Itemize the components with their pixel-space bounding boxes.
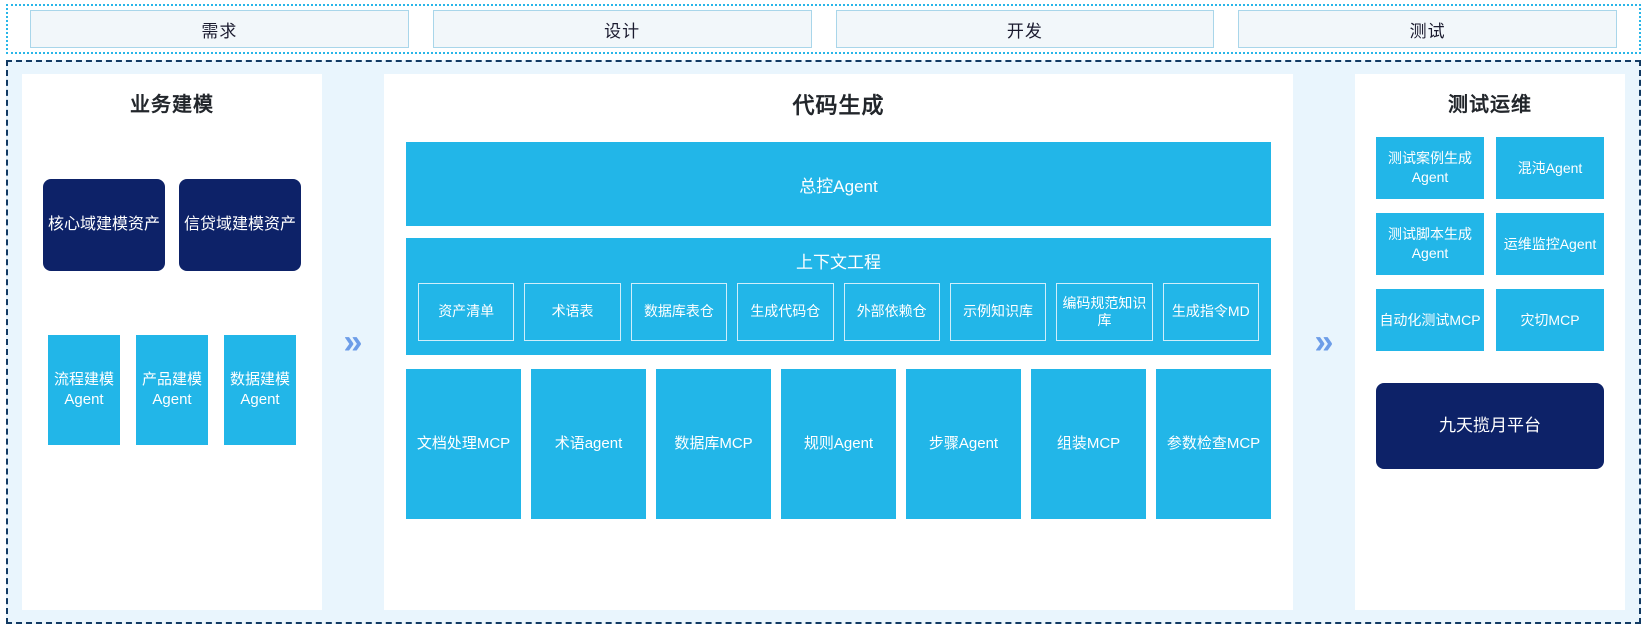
card-automated-testing-mcp[interactable]: 自动化测试MCP xyxy=(1376,289,1484,351)
context-item-generation-instruction-md[interactable]: 生成指令MD xyxy=(1162,283,1259,341)
context-engineering-block: 上下文工程 资产清单 术语表 数据库表仓 生成代码仓 外部依赖仓 xyxy=(406,238,1271,355)
tool-card-label: 数据库MCP xyxy=(674,434,753,452)
tool-card-label: 参数检查MCP xyxy=(1166,434,1261,452)
card-label: 灾切MCP xyxy=(1520,311,1580,328)
context-item-glossary[interactable]: 术语表 xyxy=(524,283,621,341)
context-item-label: 数据库表仓 xyxy=(643,303,714,320)
context-item-label: 示例知识库 xyxy=(963,303,1034,320)
tool-card-assembly-mcp[interactable]: 组装MCP xyxy=(1031,369,1146,519)
card-test-case-generation-agent[interactable]: 测试案例生成Agent xyxy=(1376,137,1484,199)
tool-card-label: 组装MCP xyxy=(1056,434,1121,452)
panel-title: 代码生成 xyxy=(792,93,885,118)
modeling-agent-row: 流程建模Agent 产品建模Agent 数据建模Agent xyxy=(48,335,296,445)
asset-card-core-domain[interactable]: 核心域建模资产 xyxy=(43,179,165,271)
phase-tab-label: 设计 xyxy=(604,21,641,41)
card-disaster-switch-mcp[interactable]: 灾切MCP xyxy=(1496,289,1604,351)
card-label: 测试脚本生成Agent xyxy=(1388,226,1472,261)
tool-card-row: 文档处理MCP 术语agent 数据库MCP 规则Agent 步骤Agent 组… xyxy=(406,369,1271,519)
tool-card-parameter-check-mcp[interactable]: 参数检查MCP xyxy=(1156,369,1271,519)
context-item-external-dependency-repo[interactable]: 外部依赖仓 xyxy=(843,283,940,341)
tool-card-database-mcp[interactable]: 数据库MCP xyxy=(656,369,771,519)
agent-card-label: 流程建模Agent xyxy=(53,370,114,408)
master-agent-label: 总控Agent xyxy=(799,176,878,196)
agent-card-label: 数据建模Agent xyxy=(229,370,290,408)
tool-card-rule-agent[interactable]: 规则Agent xyxy=(781,369,896,519)
card-label: 测试案例生成Agent xyxy=(1388,150,1472,185)
context-item-coding-standard-knowledge-base[interactable]: 编码规范知识库 xyxy=(1056,283,1153,341)
tool-card-label: 文档处理MCP xyxy=(416,434,511,452)
asset-card-credit-domain[interactable]: 信贷域建模资产 xyxy=(179,179,301,271)
double-chevron-right-icon: » xyxy=(1293,74,1355,610)
phase-tab-label: 测试 xyxy=(1409,21,1446,41)
panel-business-modeling: 业务建模 核心域建模资产 信贷域建模资产 流程建模Agent 产品建模Agent… xyxy=(22,74,322,610)
context-item-label: 资产清单 xyxy=(438,303,495,320)
platform-card-label: 九天揽月平台 xyxy=(1439,415,1541,435)
tool-card-label: 步骤Agent xyxy=(928,434,999,452)
panel-test-operations: 测试运维 测试案例生成Agent 混沌Agent 测试脚本生成Agent 运维监… xyxy=(1355,74,1625,610)
card-ops-monitoring-agent[interactable]: 运维监控Agent xyxy=(1496,213,1604,275)
card-jiutian-lanyue-platform[interactable]: 九天揽月平台 xyxy=(1376,383,1604,469)
master-agent-banner[interactable]: 总控Agent xyxy=(406,142,1271,226)
code-generation-content: 总控Agent 上下文工程 资产清单 术语表 数据库表仓 生成代码仓 xyxy=(384,120,1293,541)
chevron-glyph: » xyxy=(343,323,363,361)
test-ops-card-grid: 测试案例生成Agent 混沌Agent 测试脚本生成Agent 运维监控Agen… xyxy=(1376,137,1604,351)
context-item-row: 资产清单 术语表 数据库表仓 生成代码仓 外部依赖仓 示例知 xyxy=(418,283,1259,341)
phase-tab-label: 需求 xyxy=(201,21,238,41)
agent-card-label: 产品建模Agent xyxy=(141,370,202,408)
panel-title: 测试运维 xyxy=(1448,94,1532,116)
card-label: 自动化测试MCP xyxy=(1379,311,1481,328)
card-label: 混沌Agent xyxy=(1517,159,1583,176)
tool-card-glossary-agent[interactable]: 术语agent xyxy=(531,369,646,519)
tool-card-label: 术语agent xyxy=(554,434,623,452)
panel-title: 业务建模 xyxy=(130,94,214,116)
agent-card-data-modeling[interactable]: 数据建模Agent xyxy=(224,335,296,445)
architecture-board: 业务建模 核心域建模资产 信贷域建模资产 流程建模Agent 产品建模Agent… xyxy=(6,60,1641,624)
chevron-glyph: » xyxy=(1314,323,1334,361)
context-item-generated-code-repo[interactable]: 生成代码仓 xyxy=(737,283,834,341)
context-engineering-title: 上下文工程 xyxy=(796,253,881,272)
context-item-example-knowledge-base[interactable]: 示例知识库 xyxy=(949,283,1047,341)
context-item-db-table-repo[interactable]: 数据库表仓 xyxy=(630,283,728,341)
phase-tab-development[interactable]: 开发 xyxy=(835,10,1215,48)
phase-bar: 需求 设计 开发 测试 xyxy=(6,4,1641,54)
card-test-script-generation-agent[interactable]: 测试脚本生成Agent xyxy=(1376,213,1484,275)
context-item-label: 生成代码仓 xyxy=(750,303,821,320)
asset-card-label: 核心域建模资产 xyxy=(47,216,160,234)
double-chevron-right-icon: » xyxy=(322,74,384,610)
context-item-label: 外部依赖仓 xyxy=(856,303,927,320)
card-chaos-agent[interactable]: 混沌Agent xyxy=(1496,137,1604,199)
context-item-asset-list[interactable]: 资产清单 xyxy=(418,283,515,341)
asset-card-label: 信贷域建模资产 xyxy=(183,216,296,234)
context-item-label: 编码规范知识库 xyxy=(1062,294,1147,329)
phase-tab-testing[interactable]: 测试 xyxy=(1238,10,1617,48)
context-item-label: 术语表 xyxy=(551,303,594,320)
context-item-label: 生成指令MD xyxy=(1171,303,1250,320)
phase-tab-label: 开发 xyxy=(1006,21,1043,41)
tool-card-document-processing-mcp[interactable]: 文档处理MCP xyxy=(406,369,521,519)
agent-card-process-modeling[interactable]: 流程建模Agent xyxy=(48,335,120,445)
tool-card-label: 规则Agent xyxy=(803,434,874,452)
asset-card-row: 核心域建模资产 信贷域建模资产 xyxy=(43,179,301,271)
phase-tab-design[interactable]: 设计 xyxy=(432,10,812,48)
phase-tab-requirements[interactable]: 需求 xyxy=(30,10,409,48)
panel-code-generation: 代码生成 总控Agent 上下文工程 资产清单 术语表 数据库表仓 xyxy=(384,74,1293,610)
agent-card-product-modeling[interactable]: 产品建模Agent xyxy=(136,335,208,445)
card-label: 运维监控Agent xyxy=(1503,235,1597,252)
tool-card-step-agent[interactable]: 步骤Agent xyxy=(906,369,1021,519)
